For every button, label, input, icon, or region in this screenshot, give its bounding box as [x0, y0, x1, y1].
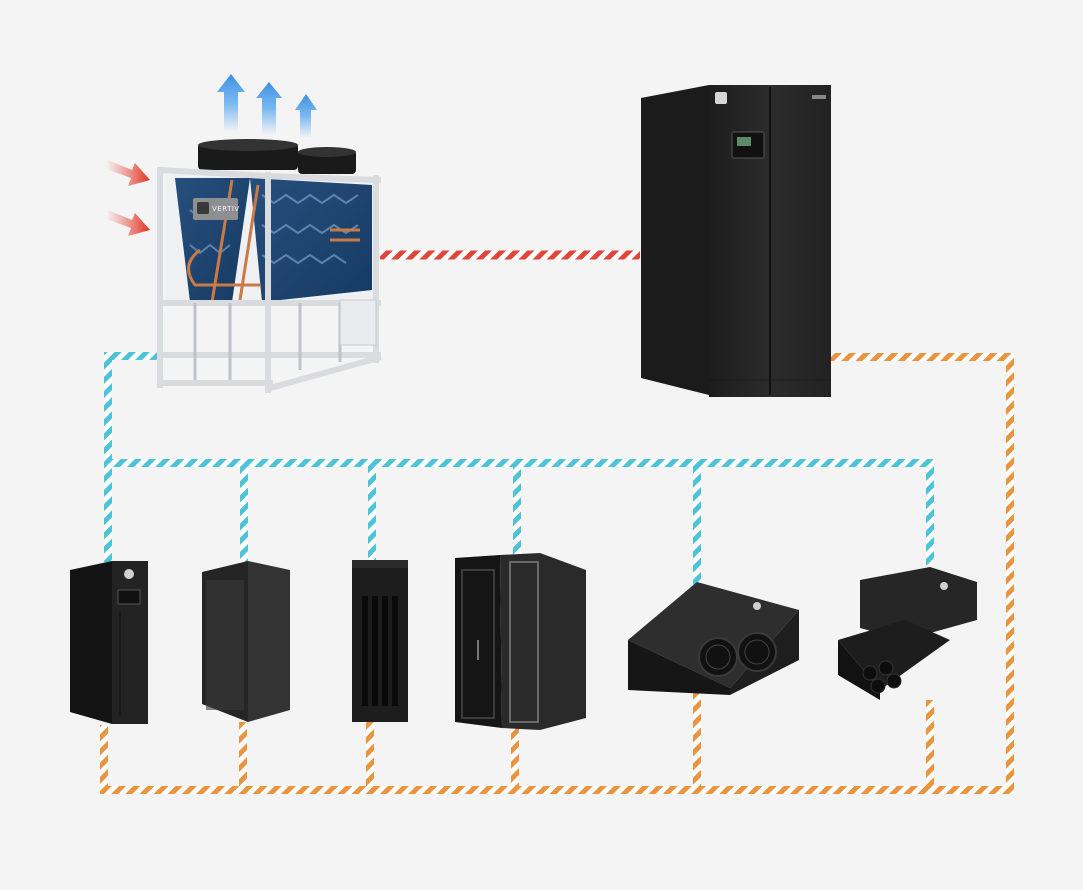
overhead-cooler-1	[628, 582, 799, 695]
inrow-cooler	[352, 560, 408, 722]
open-rack	[455, 553, 586, 730]
svg-text:VERTIV: VERTIV	[212, 205, 240, 213]
overhead-cooler-2	[838, 567, 977, 700]
fan-icon	[862, 660, 902, 694]
fan-icon	[198, 139, 356, 174]
rack-cooler-1	[70, 561, 148, 724]
pumping-unit	[641, 85, 831, 397]
pipe-network	[100, 250, 1014, 794]
fan-icon	[698, 632, 777, 677]
cold-pipe-loop	[104, 352, 934, 588]
dry-cooler: VERTIV	[106, 74, 382, 393]
rear-door-cooler	[202, 561, 290, 722]
return-pipe-loop	[100, 353, 1014, 794]
airflow-out-arrows	[217, 74, 317, 138]
